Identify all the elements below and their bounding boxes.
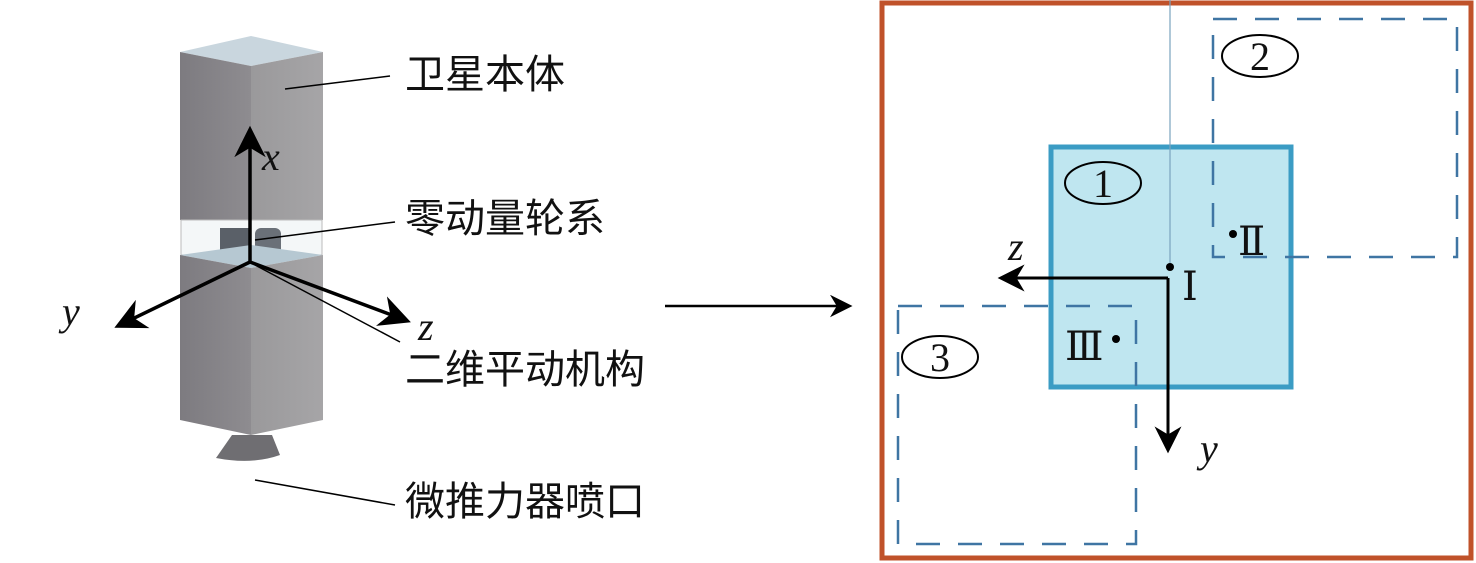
y-axis-label: y <box>58 289 80 334</box>
point-III <box>1112 335 1120 343</box>
point-I-label: Ⅰ <box>1182 264 1198 309</box>
right-z-axis-label: z <box>1007 224 1024 269</box>
label-zero-momentum-wheel: 零动量轮系 <box>405 196 605 242</box>
z-axis-label: z <box>417 304 434 349</box>
right-y-axis-label: y <box>1196 426 1218 471</box>
leader-lines <box>254 75 401 506</box>
nozzle <box>216 435 280 461</box>
lower-left-face <box>180 255 251 435</box>
x-axis-label: x <box>261 134 280 179</box>
label-satellite-body: 卫星本体 <box>405 52 565 98</box>
point-III-label: Ⅲ <box>1065 324 1104 369</box>
region-2-label: 2 <box>1250 34 1270 79</box>
point-II-label: Ⅱ <box>1238 219 1265 264</box>
label-thruster-nozzle: 微推力器喷口 <box>405 479 645 525</box>
region-1-label: 1 <box>1093 161 1113 206</box>
region-3-label: 3 <box>930 335 950 380</box>
point-I <box>1166 263 1174 271</box>
label-planar-mechanism: 二维平动机构 <box>405 347 645 393</box>
region-3-marker <box>901 335 979 379</box>
y-axis-arrow <box>114 260 251 329</box>
point-II <box>1229 230 1237 238</box>
upper-right-face <box>251 52 323 230</box>
top-face <box>180 36 323 66</box>
region-2-box <box>1211 17 1459 259</box>
region-3-box <box>896 304 1138 546</box>
region-2-marker <box>1221 34 1299 78</box>
upper-left-face <box>180 52 251 230</box>
lower-right-face <box>251 255 323 435</box>
region-1-marker <box>1064 161 1142 205</box>
z-axis-arrow <box>249 260 411 326</box>
